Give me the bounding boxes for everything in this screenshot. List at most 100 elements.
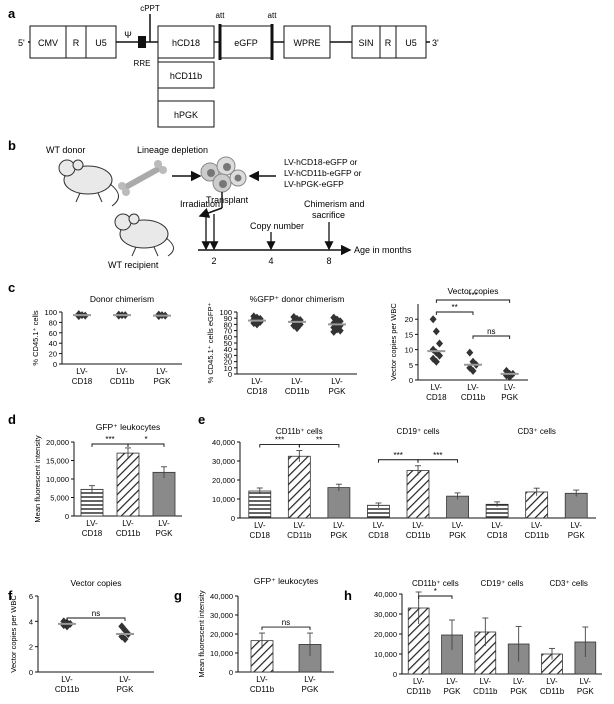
e-bar-0-1 [287,455,311,519]
c3-point-1-4 [469,366,477,375]
h-g1-cat-0-a: LV- [480,677,492,686]
e-g2-cat-1-b: CD11b [525,531,550,540]
c2-cat-2-a: LV- [331,377,343,386]
c1-ytick-label-3: 60 [49,329,57,338]
cells-icon [200,156,247,193]
panel-label-f: f [8,588,13,603]
f-ytick-label-2: 4 [29,617,33,626]
panel-label-a: a [8,6,16,21]
vector-label-8: eGFP [234,38,258,48]
panel-label-c: c [8,280,15,295]
c3-cat-0-a: LV- [431,383,443,392]
f-ytick-label-0: 0 [29,668,33,677]
h-g2-cat-0-a: LV- [546,677,558,686]
rre-mark [138,36,146,48]
experimental-scheme: WT donor Lineage depletion LV-hCD18-eGFP… [46,145,412,270]
c3-cat-1-a: LV- [467,383,479,392]
c3-sig-2-bracket [472,335,511,339]
g-ylabel: Mean fluorescent intensity [197,590,206,677]
e-bar-0-0 [248,490,272,519]
c3-point-1-0 [466,348,474,357]
c2-cat-1-a: LV- [291,377,303,386]
e-sig-1-0-bracket [377,459,419,463]
chimerism-label-1: Chimerism and [304,199,365,209]
vector-box-11 [351,25,381,59]
vector-box-10 [283,25,331,59]
e-sig-1-1-bracket [417,459,459,463]
c3-ytick-label-1: 5 [409,361,413,370]
f-cat-0-b: CD11b [55,685,80,694]
e-sig-1-1-label: *** [433,451,442,460]
vector-box-2 [85,25,117,59]
f-cat-0-a: LV- [61,675,73,684]
e-g2-cat-2-a: LV- [571,521,583,530]
e-group-2-title: CD3⁺ cells [517,427,555,436]
c3-sig-2-label: ns [487,327,495,336]
d-g0-cat-1-b: CD11b [116,529,141,538]
panel-label-g: g [174,588,182,603]
d-bar-0-0 [80,488,104,517]
c3-point-0-7 [432,357,440,366]
f-title: Vector copies [70,578,121,588]
h-g1-cat-1-a: LV- [513,677,525,686]
c3-ytick-label-4: 20 [405,315,413,324]
vector-label-11: SIN [358,38,373,48]
h-ytick-label-0: 0 [393,670,397,679]
g-ytick-label-0: 0 [229,668,233,677]
panel-label-b: b [8,138,16,153]
c1-cat-1-b: CD11b [110,377,135,386]
c1-ytick-label-4: 80 [49,318,57,327]
e-ytick-label-4: 40,000 [212,438,235,447]
att-label-left: att [216,11,226,20]
c3-sig-0-bracket [435,299,511,303]
e-g0-cat-1-a: LV- [294,521,306,530]
c3-cat-2-b: PGK [501,393,519,402]
c3-point-0-1 [432,327,440,336]
lineage-depletion-label: Lineage depletion [137,145,208,155]
c3-point-2-4 [506,372,514,381]
vector-label-13: U5 [405,38,417,48]
h-g2-cat-0-b: CD11b [540,687,565,696]
c1-cat-0-b: CD18 [72,377,93,386]
chart-g: GFP⁺ leukocytes010,00020,00030,00040,000… [197,576,334,694]
f-sig-0-label: ns [92,609,100,618]
h-ytick-label-2: 20,000 [374,630,397,639]
c3-ytick-label-0: 0 [409,376,413,385]
c3-point-0-0 [429,315,437,324]
c2-ytick-label-10: 100 [219,308,232,317]
recipient-mouse-icon [114,213,174,257]
e-ytick-label-2: 20,000 [212,476,235,485]
g-ytick-label-4: 40,000 [210,592,233,601]
c1-cat-2-a: LV- [156,367,168,376]
h-g0-cat-1-b: PGK [444,687,462,696]
c2-ytick-label-8: 80 [224,320,232,329]
c2-point-2-9 [330,327,338,336]
att-label-right: att [268,11,278,20]
e-g1-cat-2-b: PGK [449,531,467,540]
psi-label: Ψ [124,30,132,40]
c2-ytick-label-1: 10 [224,364,232,373]
chart-c2: %GFP⁺ donor chimerism0102030405060708090… [206,294,357,396]
g-sig-0-0-label: ns [282,618,290,627]
c3-sig-1-label: ** [452,303,458,312]
c2-point-0-7 [253,320,261,329]
c2-point-2-8 [336,326,344,335]
c2-ytick-label-4: 40 [224,345,232,354]
c2-title: %GFP⁺ donor chimerism [250,294,345,304]
d-g0-cat-0-b: CD18 [82,529,103,538]
cppt-label: cPPT [140,4,160,13]
five-prime-label: 5' [18,38,25,48]
h-g2-cat-1-a: LV- [580,677,592,686]
c3-sig-1-bracket [435,311,474,315]
c2-ytick-label-7: 70 [224,327,232,336]
g-title: GFP⁺ leukocytes [254,576,318,586]
irradiation-label: Irradiation [180,199,220,209]
c2-point-1-7 [293,324,301,333]
d-title: GFP⁺ leukocytes [96,422,160,432]
d-sig-0-0-label: *** [105,435,114,444]
f-sig-0-bracket [66,617,126,621]
c2-cat-0-a: LV- [251,377,263,386]
vector-label-2: U5 [95,38,107,48]
e-ytick-label-0: 0 [231,514,235,523]
